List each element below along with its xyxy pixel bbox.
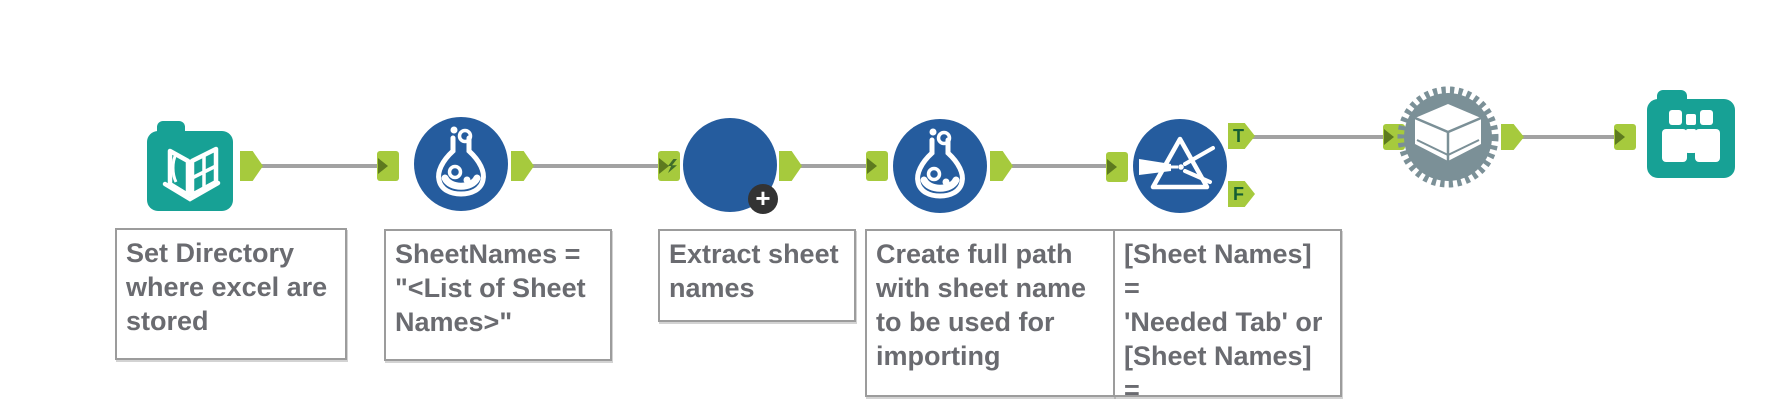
tool-input-data[interactable] — [145, 121, 235, 213]
annotation-formula-sheetnames-text: SheetNames = "<List of Sheet Names>" — [395, 239, 586, 337]
filter-false-output-anchor[interactable]: F — [1228, 181, 1255, 207]
annotation-input-data[interactable]: Set Directory where excel are stored — [115, 228, 347, 360]
input-data-output-anchor[interactable] — [240, 151, 263, 181]
connection-dynamic-input-to-browse[interactable] — [1522, 135, 1620, 139]
dynamic-input-icon — [1397, 86, 1499, 188]
formula2-input-anchor[interactable] — [866, 151, 888, 181]
tool-formula-sheetnames[interactable] — [414, 117, 508, 211]
connection-filter-true-to-dynamic-input[interactable] — [1252, 135, 1388, 139]
connection-input-to-formula1[interactable] — [260, 164, 384, 168]
dynamic-input-output-anchor[interactable] — [1501, 124, 1524, 150]
annotation-formula-sheetnames[interactable]: SheetNames = "<List of Sheet Names>" — [384, 229, 612, 361]
macro-input-anchor-icon — [668, 159, 677, 173]
formula1-output-anchor[interactable] — [511, 151, 534, 181]
connection-macro-to-formula2[interactable] — [800, 164, 872, 168]
formula-flask-icon — [414, 117, 508, 211]
connection-formula2-to-filter[interactable] — [1012, 164, 1112, 168]
annotation-formula-fullpath[interactable]: Create full path with sheet name to be u… — [865, 229, 1115, 397]
formula-flask-icon — [893, 119, 987, 213]
filter-false-label: F — [1233, 184, 1244, 204]
filter-true-label: T — [1233, 126, 1244, 146]
annotation-macro[interactable]: Extract sheet names — [658, 229, 856, 322]
tool-dynamic-input[interactable] — [1395, 84, 1501, 190]
connection-formula1-to-macro[interactable] — [532, 164, 664, 168]
macro-plus-badge: + — [748, 184, 778, 214]
macro-plus-symbol: + — [755, 183, 771, 213]
annotation-filter-text: [Sheet Names] = 'Needed Tab' or [Sheet N… — [1124, 239, 1323, 405]
filter-true-output-anchor[interactable]: T — [1228, 123, 1255, 149]
annotation-filter[interactable]: [Sheet Names] = 'Needed Tab' or [Sheet N… — [1113, 229, 1342, 405]
filter-input-anchor[interactable] — [1106, 152, 1128, 182]
annotation-formula-fullpath-text: Create full path with sheet name to be u… — [876, 239, 1087, 371]
tool-browse[interactable] — [1645, 90, 1737, 180]
annotation-input-data-text: Set Directory where excel are stored — [126, 238, 328, 336]
annotation-macro-text: Extract sheet names — [669, 239, 839, 303]
formula2-output-anchor[interactable] — [990, 151, 1013, 181]
formula1-input-anchor[interactable] — [377, 151, 399, 181]
input-data-icon — [147, 121, 233, 211]
browse-input-anchor[interactable] — [1614, 124, 1636, 150]
tool-filter[interactable] — [1133, 119, 1227, 213]
macro-output-anchor[interactable] — [779, 151, 802, 181]
filter-icon — [1133, 119, 1227, 213]
browse-binoculars-icon — [1647, 90, 1735, 178]
tool-formula-fullpath[interactable] — [893, 119, 987, 213]
tool-macro-extract-sheets[interactable]: + — [683, 118, 778, 214]
